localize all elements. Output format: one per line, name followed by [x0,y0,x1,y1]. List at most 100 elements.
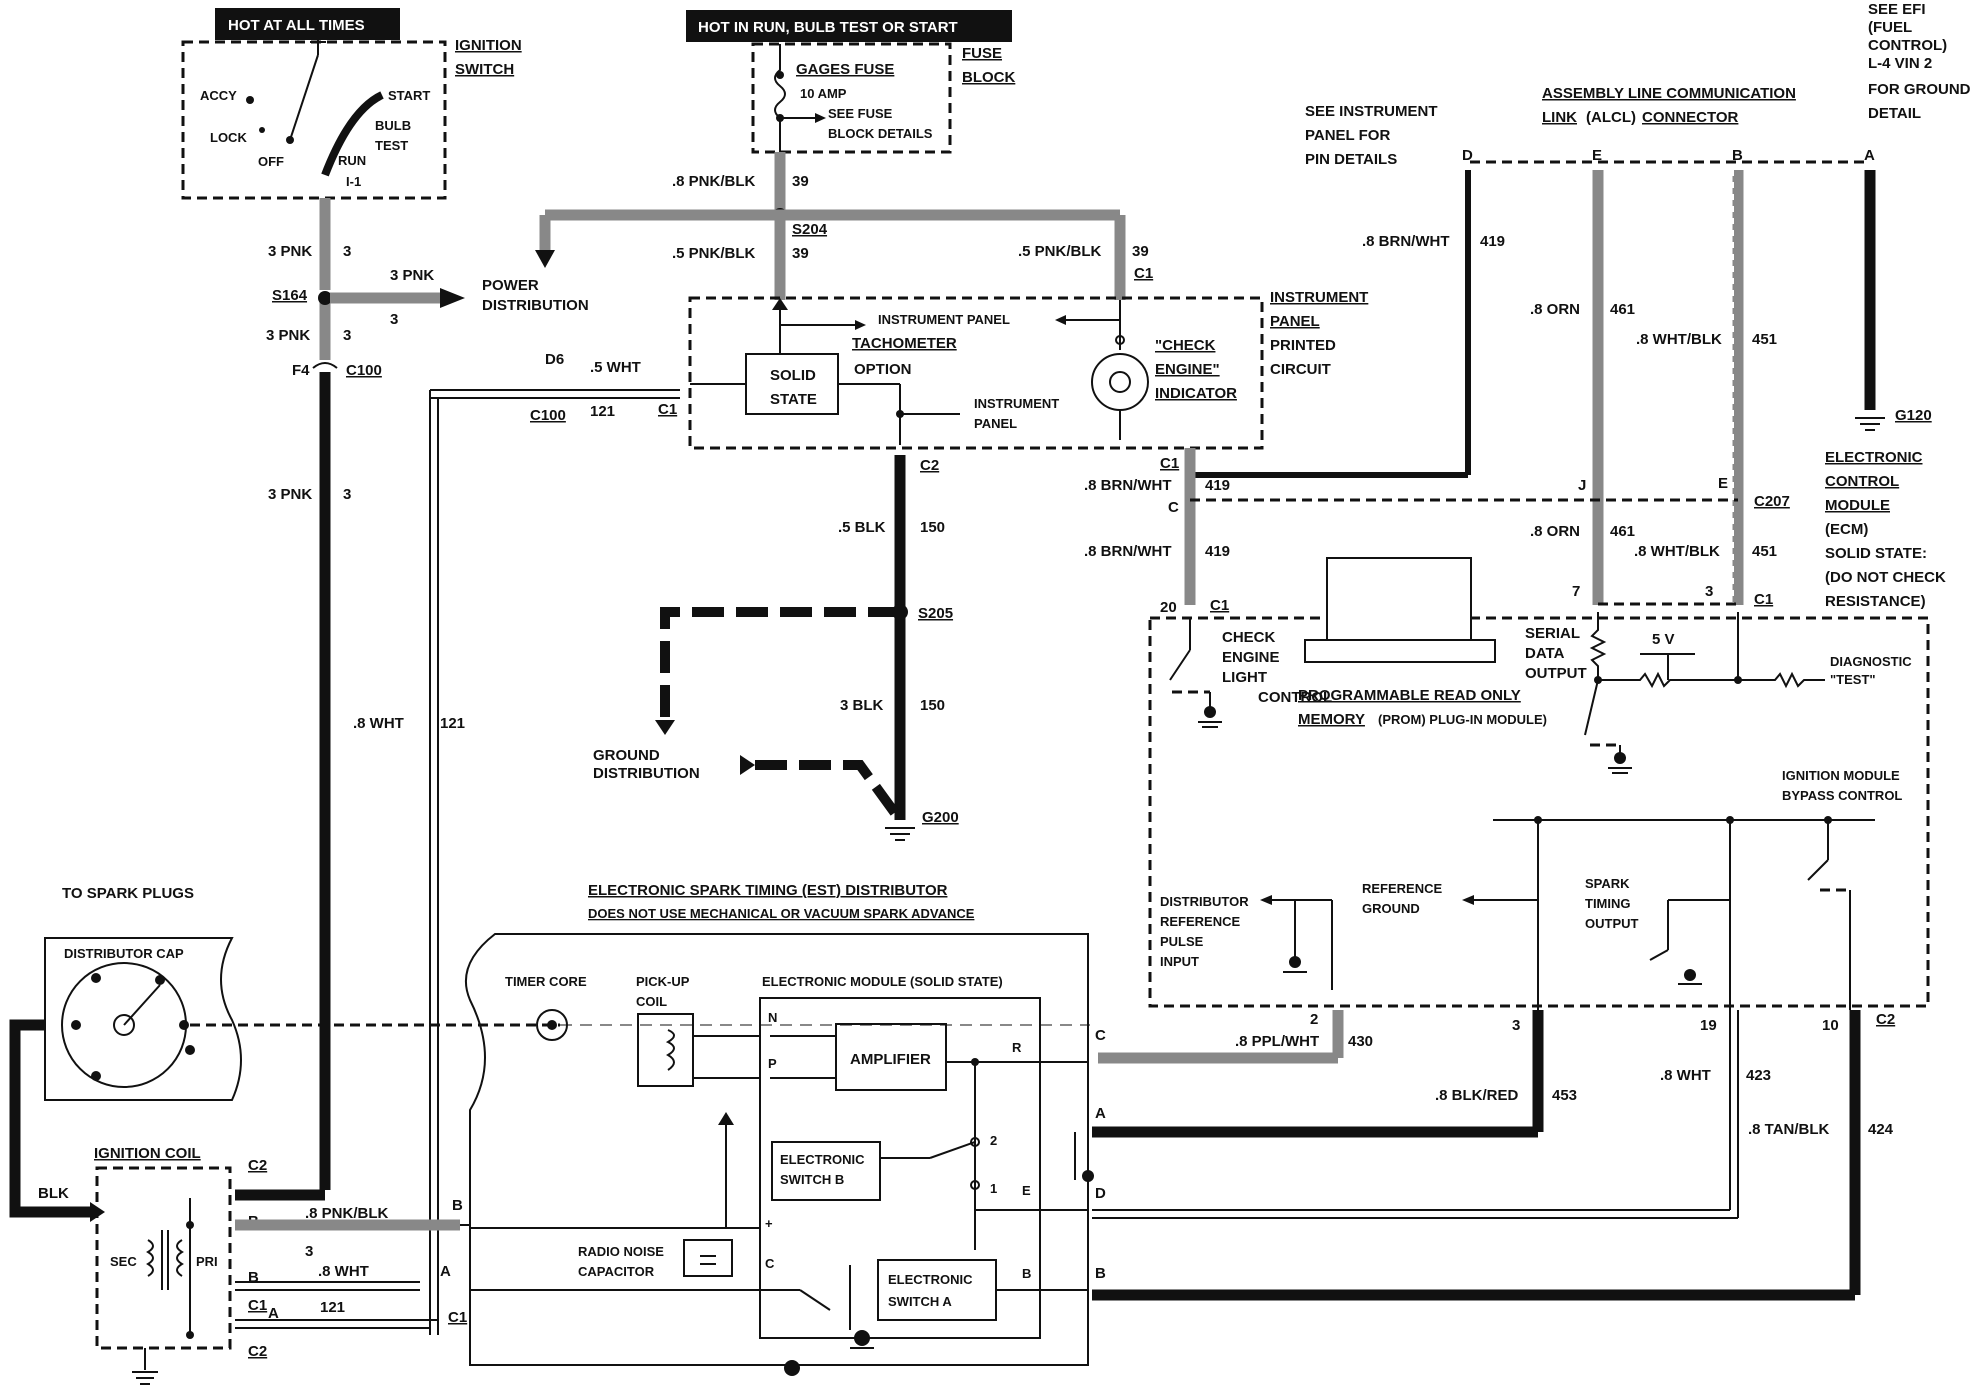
svg-text:INSTRUMENT: INSTRUMENT [974,396,1059,411]
svg-text:DISTRIBUTION: DISTRIBUTION [593,765,700,782]
svg-text:461: 461 [1610,301,1635,318]
svg-text:C: C [765,1256,775,1271]
svg-text:ELECTRONIC: ELECTRONIC [1825,449,1923,466]
svg-text:150: 150 [920,519,945,536]
svg-text:IGNITION MODULE: IGNITION MODULE [1782,768,1900,783]
svg-text:ELECTRONIC: ELECTRONIC [888,1272,973,1287]
ignition-coil: IGNITION COIL SEC PRI C2 B B C1 A C2 [94,1145,279,1385]
svg-text:ELECTRONIC: ELECTRONIC [780,1152,865,1167]
svg-text:.8 PNK/BLK: .8 PNK/BLK [672,173,756,190]
svg-text:START: START [388,88,430,103]
svg-text:LIGHT: LIGHT [1222,669,1267,686]
svg-text:39: 39 [792,245,809,262]
svg-text:D: D [1462,147,1473,164]
hot-in-run-banner: HOT IN RUN, BULB TEST OR START [686,10,1012,42]
svg-text:PRINTED: PRINTED [1270,337,1336,354]
svg-text:C1: C1 [1160,455,1179,472]
pickup-coil-icon [637,1013,694,1087]
check-engine-indicator-label: "CHECK [1155,337,1216,354]
amplifier-box [835,1023,947,1091]
svg-text:B: B [1095,1265,1106,1282]
svg-text:BULB: BULB [375,118,411,133]
svg-text:ASSEMBLY LINE COMMUNICATION: ASSEMBLY LINE COMMUNICATION [1542,85,1796,102]
distributor-cap: TO SPARK PLUGS DISTRIBUTOR CAP [44,885,1090,1101]
svg-text:TEST: TEST [375,138,408,153]
svg-text:.8 BRN/WHT: .8 BRN/WHT [1362,233,1450,250]
svg-text:C: C [1095,1027,1106,1044]
svg-text:.8 BRN/WHT: .8 BRN/WHT [1084,477,1172,494]
primary-winding-icon [176,1239,184,1277]
svg-text:CAPACITOR: CAPACITOR [578,1264,655,1279]
ecm-module: ELECTRONIC CONTROL MODULE (ECM) SOLID ST… [1148,449,1946,1010]
svg-text:SOLID: SOLID [770,367,816,384]
svg-text:OPTION: OPTION [854,361,912,378]
svg-text:39: 39 [792,173,809,190]
svg-text:121: 121 [440,715,465,732]
svg-text:"TEST": "TEST" [1830,672,1876,687]
est-distributor: ELECTRONIC SPARK TIMING (EST) DISTRIBUTO… [464,882,1106,1376]
svg-text:BLOCK DETAILS: BLOCK DETAILS [828,126,933,141]
svg-text:C1: C1 [1134,265,1153,282]
svg-text:INPUT: INPUT [1160,954,1199,969]
svg-text:TO SPARK PLUGS: TO SPARK PLUGS [62,885,194,902]
svg-text:+: + [765,1216,773,1231]
svg-text:STATE: STATE [770,391,817,408]
wire-461-orange: .8 ORN 461 J .8 ORN 461 7 [1530,170,1635,605]
gages-fuse-label: GAGES FUSE [796,61,894,78]
solid-state-box [745,353,839,415]
ignition-switch-title: IGNITION [455,37,522,54]
svg-text:C2: C2 [920,457,939,474]
svg-text:OUTPUT: OUTPUT [1585,916,1639,931]
svg-text:GROUND: GROUND [1362,901,1420,916]
svg-text:C1: C1 [1210,597,1229,614]
svg-text:SPARK: SPARK [1585,876,1630,891]
svg-text:D6: D6 [545,351,564,368]
svg-text:P: P [768,1056,777,1071]
svg-text:.8 WHT: .8 WHT [1660,1067,1711,1084]
svg-text:453: 453 [1552,1087,1577,1104]
svg-text:B: B [1732,147,1743,164]
svg-text:PIN DETAILS: PIN DETAILS [1305,151,1397,168]
svg-text:OUTPUT: OUTPUT [1525,665,1587,682]
svg-text:SWITCH B: SWITCH B [780,1172,844,1187]
svg-text:.8 ORN: .8 ORN [1530,523,1580,540]
svg-text:SEC: SEC [110,1254,137,1269]
svg-text:COIL: COIL [636,994,667,1009]
splice-s205: S205 [918,605,953,622]
ignition-switch: IGNITION SWITCH ACCY LOCK OFF START BULB… [181,37,522,200]
ground-g200: G200 [922,809,959,826]
svg-text:E: E [1592,147,1602,164]
wire-150-black: C2 .5 BLK 150 S205 3 BLK 150 GROUND DIST… [593,455,959,841]
wire-419-brn-wht: .8 BRN/WHT 419 C1 .8 BRN/WHT 419 C .8 BR… [1084,170,1505,605]
tachometer-label: TACHOMETER [852,335,957,352]
svg-text:DISTRIBUTION: DISTRIBUTION [482,297,589,314]
svg-text:.8 BRN/WHT: .8 BRN/WHT [1084,543,1172,560]
connector-c100: C100 [346,362,382,379]
svg-text:A: A [1095,1105,1106,1122]
svg-text:C1: C1 [1754,591,1773,608]
splice-s204: S204 [792,221,828,238]
svg-text:419: 419 [1205,477,1230,494]
svg-text:SWITCH A: SWITCH A [888,1294,952,1309]
svg-text:B: B [248,1269,259,1286]
radio-noise-capacitor-icon [683,1239,733,1277]
fuse-block: FUSE BLOCK GAGES FUSE 10 AMP SEE FUSE BL… [751,42,1015,154]
svg-text:SOLID STATE:: SOLID STATE: [1825,545,1927,562]
svg-text:2: 2 [1310,1011,1318,1028]
svg-text:451: 451 [1752,543,1777,560]
svg-text:.8 PNK/BLK: .8 PNK/BLK [305,1205,389,1222]
svg-text:3: 3 [1705,583,1713,600]
svg-text:C: C [1168,499,1179,516]
svg-text:424: 424 [1868,1121,1894,1138]
svg-text:.5 PNK/BLK: .5 PNK/BLK [672,245,756,262]
svg-text:DIAGNOSTIC: DIAGNOSTIC [1830,654,1912,669]
ecm-output-wires: 2 3 19 10 C2 .8 PPL/WHT 430 .8 BLK/RED 4… [1092,1010,1895,1301]
svg-text:C100: C100 [530,407,566,424]
svg-text:BLOCK: BLOCK [962,69,1015,86]
svg-text:.8 WHT/BLK: .8 WHT/BLK [1636,331,1722,348]
svg-text:.5 BLK: .5 BLK [838,519,886,536]
svg-text:.5 PNK/BLK: .5 PNK/BLK [1018,243,1102,260]
power-distribution-label: POWER [482,277,539,294]
svg-text:419: 419 [1205,543,1230,560]
svg-text:CIRCUIT: CIRCUIT [1270,361,1331,378]
